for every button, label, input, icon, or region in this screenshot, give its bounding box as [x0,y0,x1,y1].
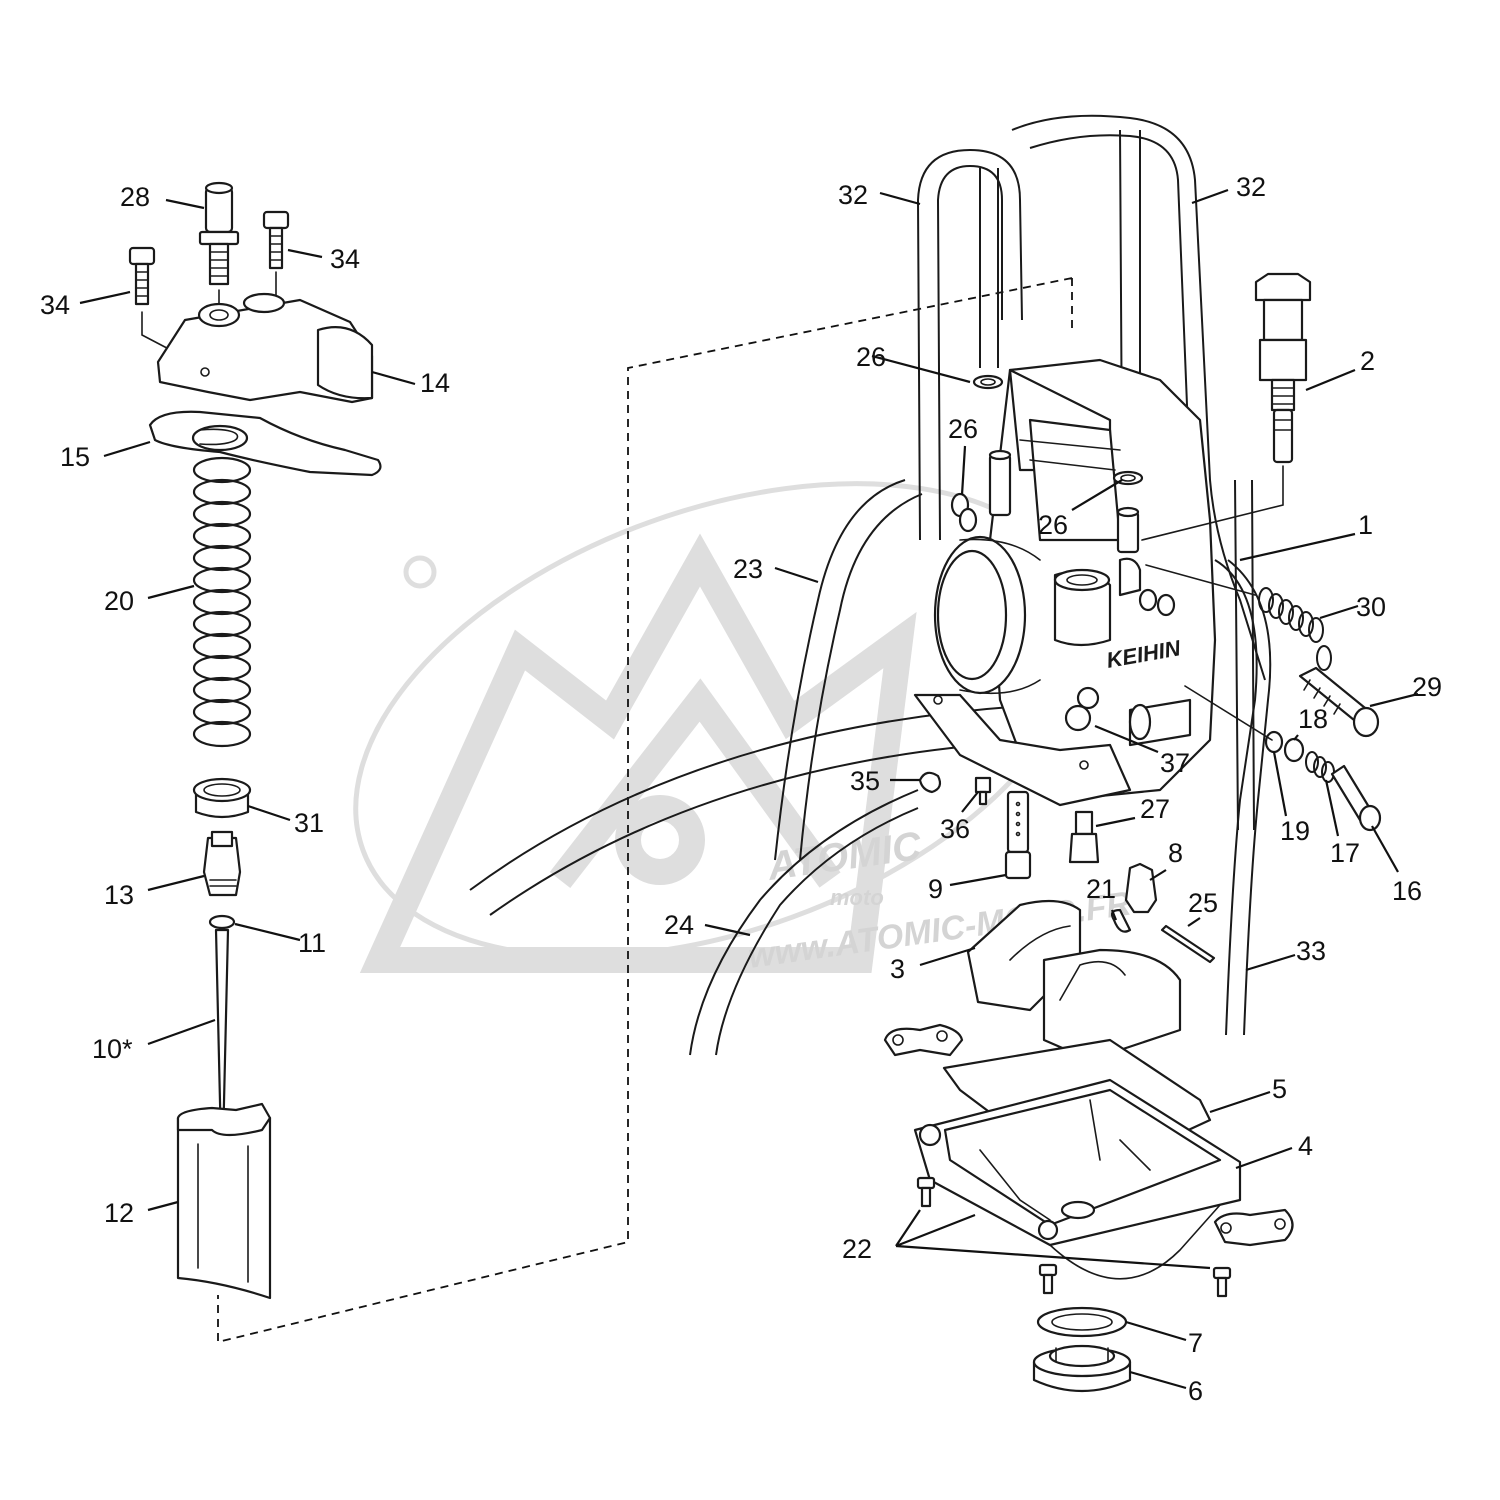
part-8-main-jet [1124,862,1158,914]
part-bracket-plate [1213,1208,1294,1247]
callout-26-right: 26 [1038,510,1068,540]
part-14-carburetor-top [156,292,374,404]
part-15-top-gasket [148,410,382,477]
callout-10: 10* [92,1034,133,1064]
callout-4: 4 [1298,1131,1313,1161]
callout-2: 2 [1360,346,1375,376]
callout-7: 7 [1188,1328,1203,1358]
callout-36: 36 [940,814,970,844]
part-18-o-ring [1283,737,1305,763]
callout-15: 15 [60,442,90,472]
callout-26-top: 26 [856,342,886,372]
part-6-drain-plug [1032,1344,1132,1393]
callout-13: 13 [104,880,134,910]
part-9-needle-jet [1004,790,1032,880]
callout-32-right: 32 [1236,172,1266,202]
callout-8: 8 [1168,838,1183,868]
callout-34-left: 34 [40,290,70,320]
callout-24: 24 [664,910,694,940]
callout-32-left: 32 [838,180,868,210]
hose-32-vent-left [916,148,1023,541]
callout-18: 18 [1298,704,1328,734]
part-30-idle-spring [1258,587,1332,671]
part-small-gasket [883,1023,964,1057]
callout-21: 21 [1086,874,1116,904]
part-2-choke-plunger [1141,272,1312,541]
part-17-pilot-air-spring [1305,751,1335,783]
callout-28: 28 [120,182,150,212]
callout-labels: 1 2 3 4 5 6 7 8 9 10* 11 12 13 14 15 16 … [40,172,1442,1406]
callout-22: 22 [842,1234,872,1264]
hose-32-vent-right [1011,114,1266,831]
callout-17: 17 [1330,838,1360,868]
callout-29: 29 [1412,672,1442,702]
part-19-washer [1264,730,1284,754]
part-25-float-pin [1160,924,1216,964]
part-21-float-pin-clip [1110,908,1132,933]
callout-14: 14 [420,368,450,398]
callout-23: 23 [733,554,763,584]
part-7-drain-o-ring [1036,1306,1128,1338]
callout-12: 12 [104,1198,134,1228]
callout-3: 3 [890,954,905,984]
part-27-pilot-jet [1068,810,1100,864]
part-31-spring-retainer [192,777,252,819]
callout-33: 33 [1296,936,1326,966]
hose-23-drain [774,479,923,861]
callout-6: 6 [1188,1376,1203,1406]
part-1-carburetor-body: KEIHIN [913,358,1217,807]
callout-5: 5 [1272,1074,1287,1104]
callout-37: 37 [1160,748,1190,778]
callout-30: 30 [1356,592,1386,622]
part-16-pilot-air-screw [1330,764,1382,832]
part-26-o-rings [950,374,1144,533]
callout-34-right: 34 [330,244,360,274]
callout-31: 31 [294,808,324,838]
callout-35: 35 [850,766,880,796]
assembly-path-dashed [217,277,1073,1344]
part-20-slide-spring [191,424,252,748]
callout-1: 1 [1358,510,1373,540]
part-34-screw-left [128,246,156,306]
callout-11: 11 [298,928,326,958]
part-22-bowl-screws [916,1176,1232,1298]
hose-24-overflow [689,789,919,1056]
part-12-throttle-slide [176,1102,272,1300]
callout-19: 19 [1280,816,1310,846]
part-13-needle-holder [202,830,242,897]
part-34-screw-right [262,210,290,270]
part-28-vent-fitting [198,181,240,286]
part-29-idle-speed-screw [1298,666,1380,738]
callout-9: 9 [928,874,943,904]
callout-25: 25 [1188,888,1218,918]
part-36-starter-jet [974,776,992,806]
callout-16: 16 [1392,876,1422,906]
hose-33-float-vent [1214,559,1272,1036]
watermark-sub-text: moto [830,885,884,910]
callout-26-mid: 26 [948,414,978,444]
leader-lines [79,188,1419,1390]
callout-20: 20 [104,586,134,616]
callout-27: 27 [1140,794,1170,824]
part-11-needle-clip [208,914,236,930]
part-35-hose-clip [918,771,942,794]
part-3-float [966,899,1182,1062]
